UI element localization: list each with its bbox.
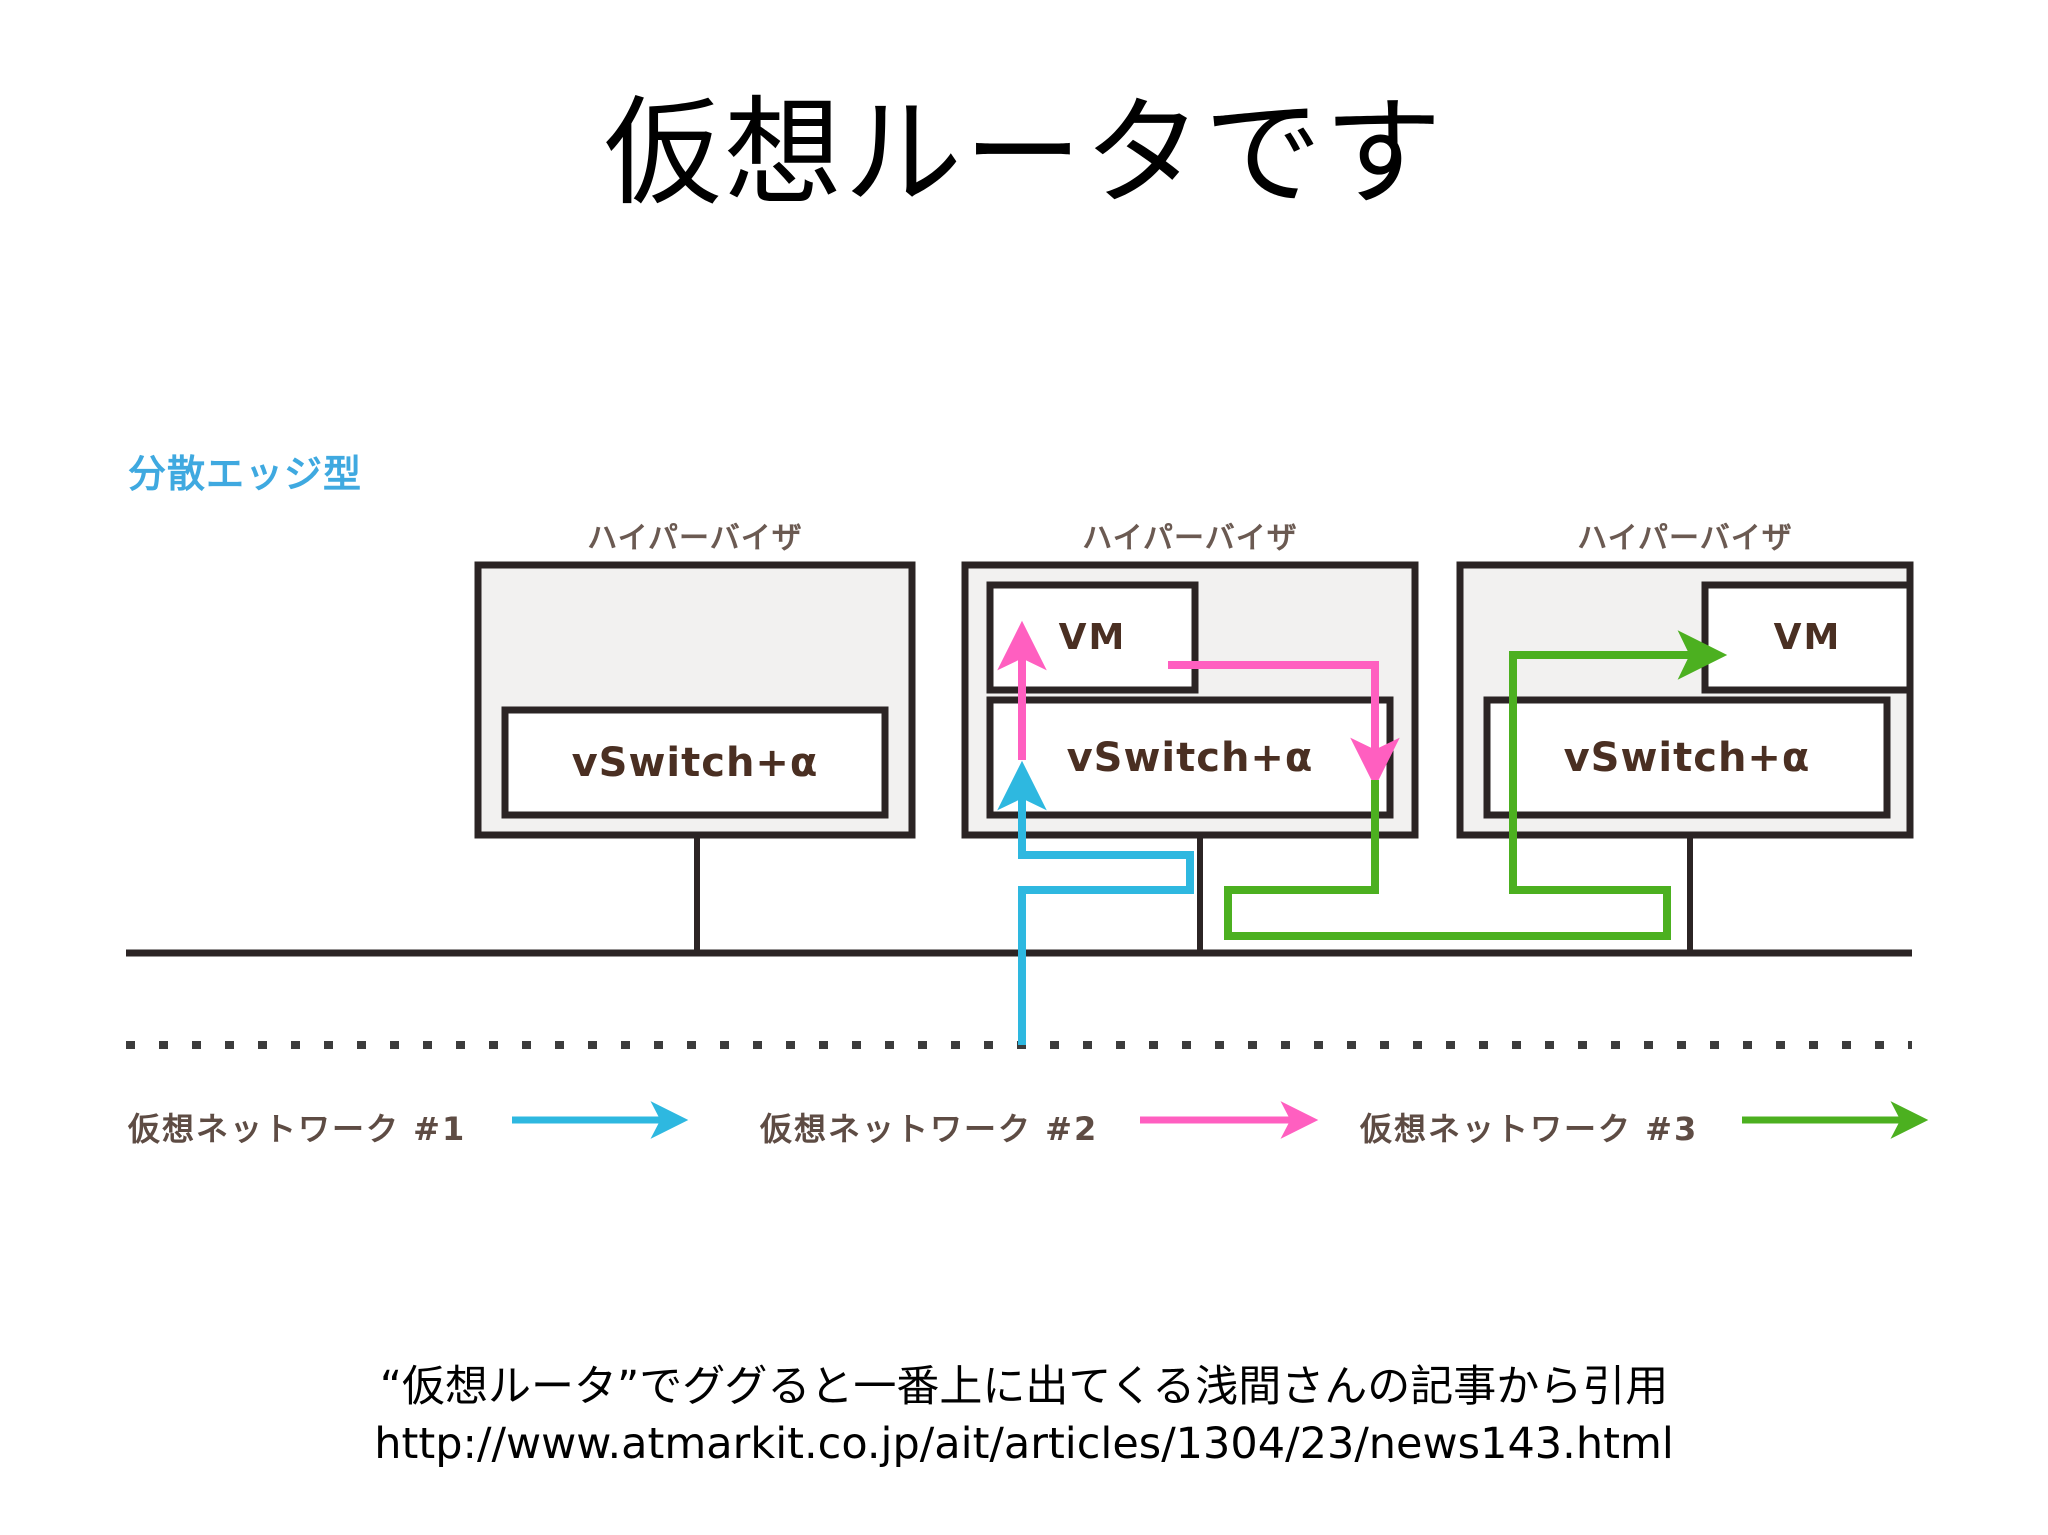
section-label: 分散エッジ型 bbox=[128, 452, 363, 496]
vswitch-label-3: vSwitch+α bbox=[1563, 734, 1811, 781]
legend-label-3: 仮想ネットワーク #3 bbox=[1360, 1110, 1699, 1148]
vswitch-box-3 bbox=[1483, 696, 1891, 819]
vswitch-box-2 bbox=[986, 696, 1394, 819]
hypervisor-box-2 bbox=[961, 561, 1419, 839]
flow-path-network-3 bbox=[1224, 630, 1728, 940]
vswitch-label-2: vSwitch+α bbox=[1066, 734, 1314, 781]
legend-label-1: 仮想ネットワーク #1 bbox=[128, 1110, 467, 1148]
vm-label-2: VM bbox=[1058, 617, 1127, 658]
flow-path-network-2b bbox=[1168, 661, 1400, 788]
legend-label-2: 仮想ネットワーク #2 bbox=[760, 1110, 1099, 1148]
hypervisor-label-2: ハイパーバイザ bbox=[1082, 521, 1298, 556]
hypervisor-box-3 bbox=[1456, 561, 1914, 839]
vswitch-box-1 bbox=[501, 706, 889, 819]
caption-line-1: “仮想ルータ”でググると一番上に出てくる浅間さんの記事から引用 bbox=[379, 1362, 1669, 1412]
vm-label-3: VM bbox=[1773, 617, 1842, 658]
page-title: 仮想ルータです bbox=[603, 84, 1444, 222]
hypervisor-label-1: ハイパーバイザ bbox=[587, 521, 803, 556]
hypervisor-box-1 bbox=[474, 561, 916, 839]
vswitch-label-1: vSwitch+α bbox=[571, 739, 819, 786]
caption-line-2: http://www.atmarkit.co.jp/ait/articles/1… bbox=[374, 1419, 1674, 1469]
hypervisor-label-3: ハイパーバイザ bbox=[1577, 521, 1793, 556]
flow-path-network-1 bbox=[997, 760, 1194, 1045]
vm-box-3 bbox=[1701, 581, 1914, 694]
